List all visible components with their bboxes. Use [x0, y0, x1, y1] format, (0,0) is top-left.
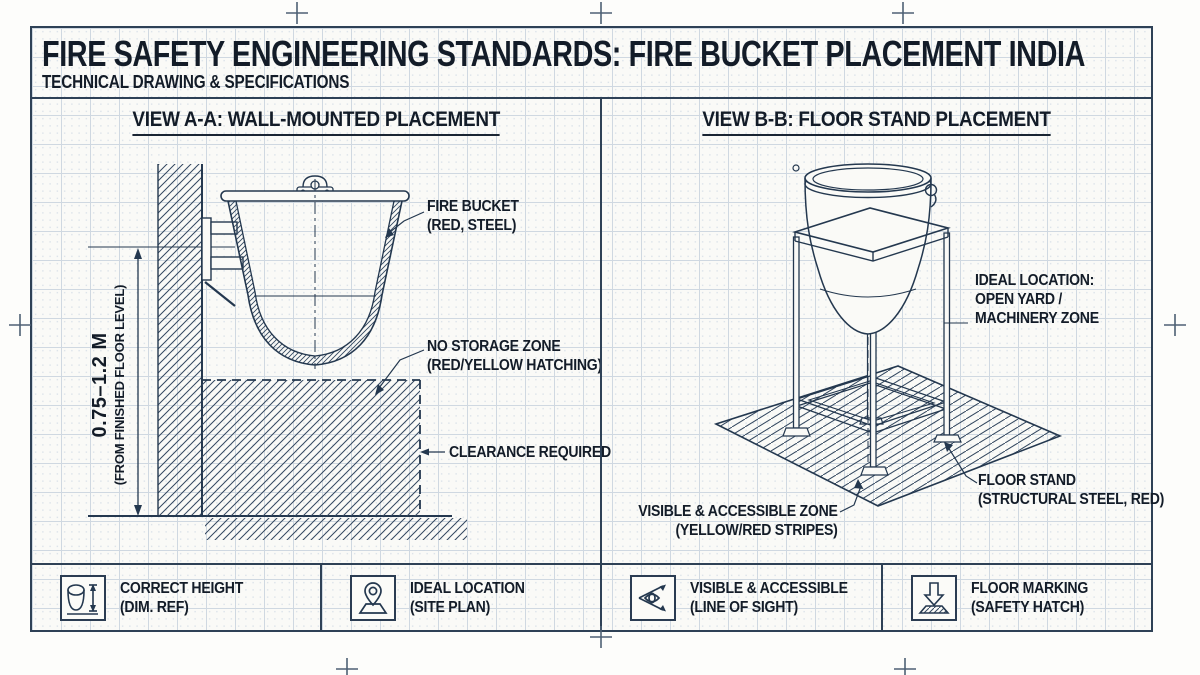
eye-sight-icon [638, 584, 666, 611]
location-pin-icon [358, 581, 388, 614]
legend-item-ideal-location: IDEAL LOCATION (SITE PLAN) [320, 565, 600, 630]
drawing-frame: FIRE SAFETY ENGINEERING STANDARDS: FIRE … [30, 26, 1165, 632]
title-block: FIRE SAFETY ENGINEERING STANDARDS: FIRE … [32, 28, 1151, 99]
view-a-heading: VIEW A-A: WALL-MOUNTED PLACEMENT [32, 108, 600, 136]
no-storage-zone-callout: NO STORAGE ZONE (RED/YELLOW HATCHING) [427, 338, 602, 374]
view-a-drawing [88, 164, 467, 540]
legend-item-correct-height: CORRECT HEIGHT (DIM. REF) [32, 565, 320, 630]
legend-row: CORRECT HEIGHT (DIM. REF) IDEAL LOCA [32, 563, 1151, 630]
page-title: FIRE SAFETY ENGINEERING STANDARDS: FIRE … [42, 33, 1085, 74]
page-subtitle: TECHNICAL DRAWING & SPECIFICATIONS [42, 72, 350, 92]
view-a-panel: VIEW A-A: WALL-MOUNTED PLACEMENT [32, 99, 611, 565]
view-divider [600, 99, 602, 565]
clearance-callout: CLEARANCE REQUIRED [449, 444, 611, 461]
legend-item-floor-marking: FLOOR MARKING (SAFETY HATCH) [881, 565, 1151, 630]
view-b-heading: VIEW B-B: FLOOR STAND PLACEMENT [602, 108, 1151, 136]
dimension-value: 0.75–1.2 M [89, 332, 111, 438]
floor-stand-callout: FLOOR STAND (STRUCTURAL STEEL, RED) [978, 472, 1165, 508]
fire-bucket-callout: FIRE BUCKET (RED, STEEL) [427, 198, 519, 234]
bucket-height-icon [67, 583, 98, 615]
floor-marking-icon [918, 581, 950, 614]
view-b-panel: VIEW B-B: FLOOR STAND PLACEMENT [602, 99, 1165, 565]
ideal-location-callout: IDEAL LOCATION: OPEN YARD / MACHINERY ZO… [975, 272, 1099, 327]
dimension-reference: (FROM FINISHED FLOOR LEVEL) [112, 284, 127, 486]
views-area: VIEW A-A: WALL-MOUNTED PLACEMENT [32, 99, 1165, 565]
view-b-drawing [713, 163, 1063, 513]
accessible-zone-callout: VISIBLE & ACCESSIBLE ZONE (YELLOW/RED ST… [638, 503, 839, 539]
legend-item-visible-accessible: VISIBLE & ACCESSIBLE (LINE OF SIGHT) [600, 565, 881, 630]
height-dimension: 0.75–1.2 M (FROM FINISHED FLOOR LEVEL) [88, 245, 132, 525]
